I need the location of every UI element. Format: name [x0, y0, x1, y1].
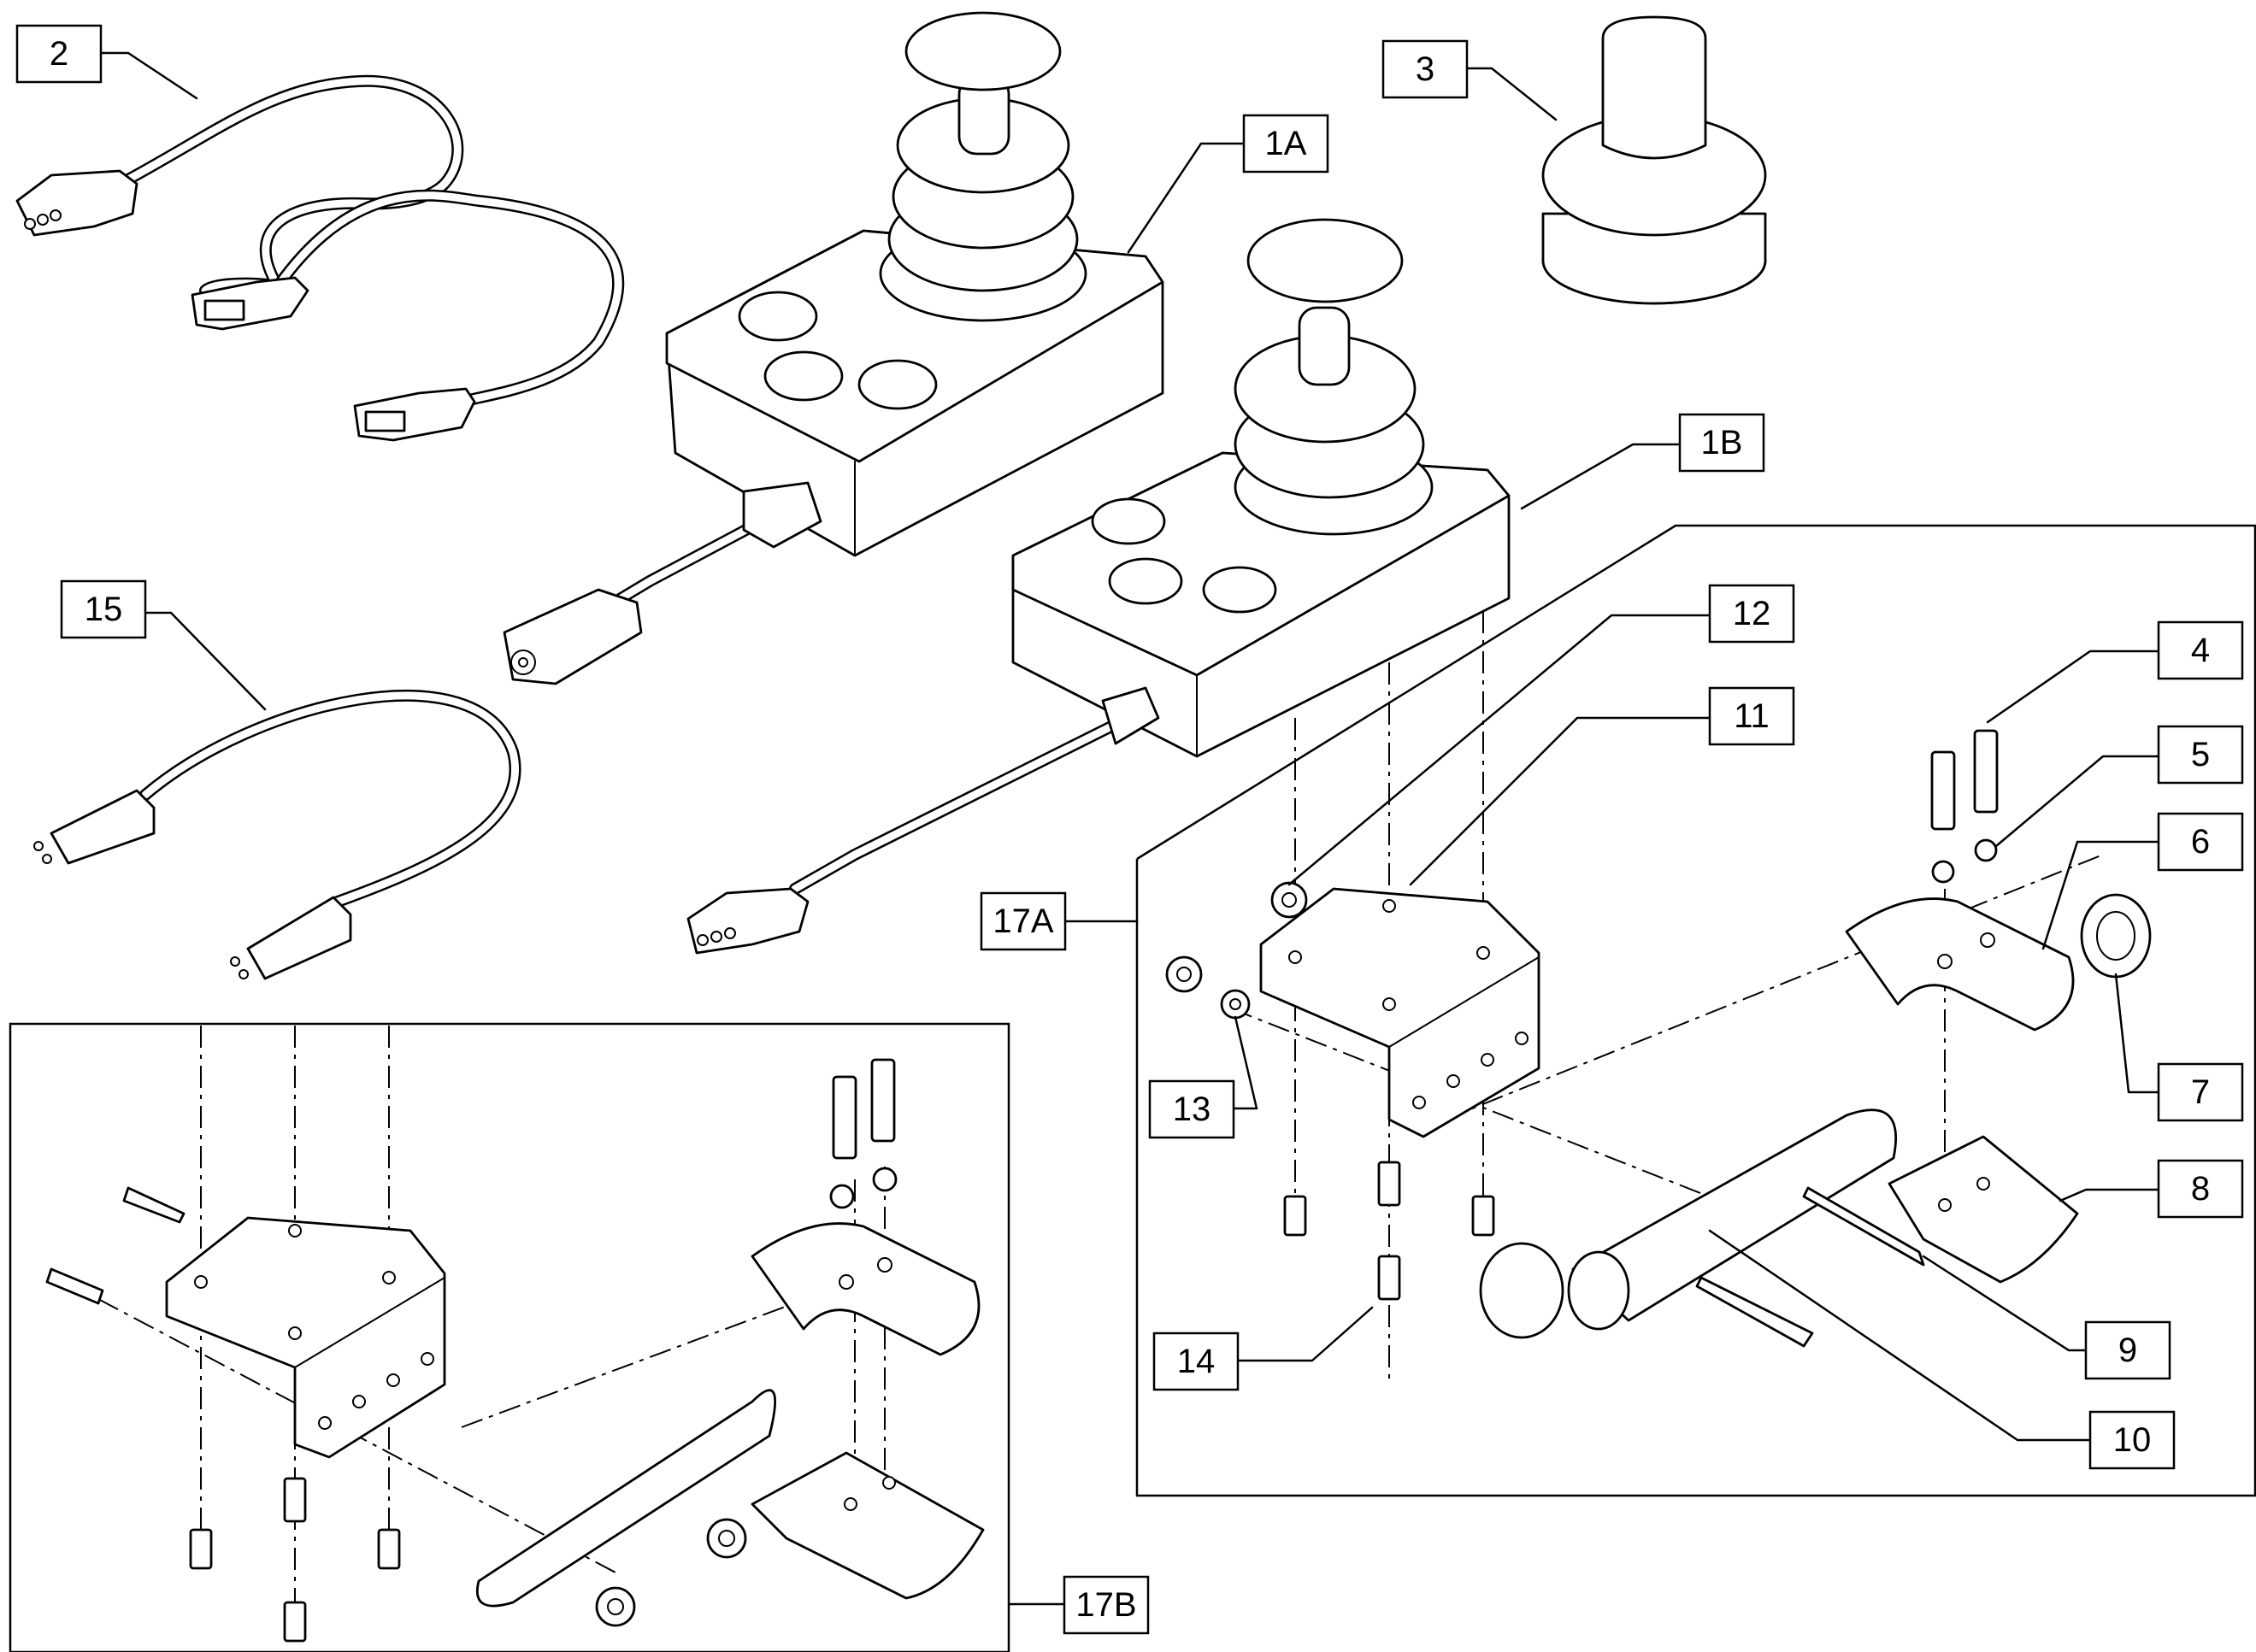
- joystick-controller-1b: [686, 218, 1511, 955]
- callout-labels: 2 3 1A 1B 15 12 11 4 5 6 17A 7 13 8 9 14…: [15, 24, 2244, 1635]
- callout-3-text: 3: [1416, 50, 1434, 88]
- callout-1b: 1B: [1678, 413, 1765, 473]
- callout-8: 8: [2157, 1159, 2244, 1219]
- leader-lines: [99, 51, 2160, 1442]
- callout-11: 11: [1708, 686, 1795, 746]
- callout-17a-text: 17A: [993, 902, 1053, 940]
- callout-15: 15: [60, 579, 147, 639]
- callout-5-text: 5: [2191, 736, 2210, 773]
- callout-9: 9: [2084, 1320, 2171, 1380]
- callout-17a: 17A: [980, 891, 1067, 951]
- callout-2-text: 2: [50, 35, 68, 73]
- callout-9-text: 9: [2118, 1332, 2137, 1369]
- callout-5: 5: [2157, 725, 2244, 785]
- callout-3: 3: [1381, 39, 1469, 99]
- callout-12-text: 12: [1733, 595, 1771, 632]
- cable-item-15: [33, 690, 521, 980]
- callout-17b-text: 17B: [1075, 1586, 1136, 1624]
- callout-1b-text: 1B: [1701, 424, 1743, 462]
- callout-10-text: 10: [2113, 1421, 2152, 1459]
- frame-17a: [1135, 524, 2256, 1497]
- callout-10: 10: [2088, 1410, 2176, 1470]
- frame-17b: [9, 1022, 1010, 1652]
- mount-assembly-17b: [45, 1026, 985, 1643]
- callout-13-text: 13: [1173, 1091, 1211, 1128]
- callout-2: 2: [15, 24, 103, 84]
- callout-1a: 1A: [1242, 114, 1329, 173]
- mount-assembly-17a: [1165, 611, 2152, 1385]
- callout-12: 12: [1708, 584, 1795, 644]
- callout-15-text: 15: [85, 591, 123, 628]
- callout-6: 6: [2157, 812, 2244, 872]
- joystick-knob-3: [1541, 15, 1767, 305]
- callout-8-text: 8: [2191, 1170, 2210, 1208]
- callout-6-text: 6: [2191, 823, 2210, 861]
- cable-item-2: [15, 74, 625, 442]
- callout-7: 7: [2157, 1062, 2244, 1122]
- callout-4-text: 4: [2191, 632, 2210, 669]
- callout-17b: 17B: [1063, 1575, 1150, 1635]
- callout-14-text: 14: [1177, 1343, 1216, 1380]
- callout-7-text: 7: [2191, 1073, 2210, 1111]
- callout-14: 14: [1152, 1332, 1240, 1391]
- callout-11-text: 11: [1734, 697, 1770, 735]
- callout-13: 13: [1148, 1079, 1235, 1139]
- joystick-controller-1a: [503, 11, 1164, 685]
- callout-4: 4: [2157, 620, 2244, 680]
- callout-1a-text: 1A: [1265, 125, 1307, 162]
